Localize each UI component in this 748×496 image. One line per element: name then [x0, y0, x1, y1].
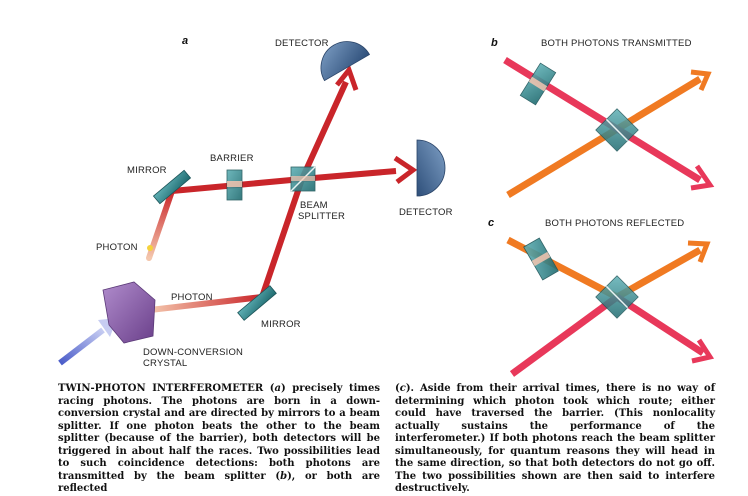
photon-dot: [147, 245, 153, 251]
label-photon-left: PHOTON: [96, 242, 138, 253]
pump-laser-arrow: [58, 318, 117, 366]
panel-a-letter: a: [182, 35, 188, 47]
arrowhead-right: [393, 155, 418, 184]
label-crystal-1: DOWN-CONVERSION: [143, 347, 243, 358]
panel-b-title: BOTH PHOTONS TRANSMITTED: [541, 38, 692, 49]
caption-left-post-a: ) precisely times racing photons. The ph…: [58, 383, 380, 482]
barrier: [226, 169, 243, 201]
caption-left: TWIN-PHOTON INTERFEROMETER (a) precisely…: [58, 383, 380, 496]
panel-c-beam-splitter: [595, 275, 639, 319]
label-detector-right: DETECTOR: [399, 207, 453, 218]
label-detector-top: DETECTOR: [275, 38, 329, 49]
panel-b-beam-splitter: [595, 108, 639, 152]
arrowhead-top: [335, 64, 359, 91]
beam-splitter: [290, 166, 316, 192]
label-barrier: BARRIER: [210, 153, 254, 164]
label-photon-bottom: PHOTON: [171, 292, 213, 303]
panel-b-barrier: [519, 62, 557, 106]
beam-paths: [146, 80, 397, 313]
caption-left-b: b: [280, 470, 288, 482]
caption-right-post-c: ). Aside from their arrival times, there…: [395, 383, 715, 494]
panel-c-title: BOTH PHOTONS REFLECTED: [545, 218, 684, 229]
panel-c-letter: c: [488, 217, 494, 229]
down-conversion-crystal: [102, 281, 156, 344]
caption-left-pre-a: TWIN-PHOTON INTERFEROMETER (: [58, 383, 275, 394]
label-beam-splitter-2: SPLITTER: [298, 211, 345, 222]
panel-b-letter: b: [491, 37, 498, 49]
mirror-bottom: [237, 285, 277, 321]
caption-right-c: c: [399, 383, 406, 394]
caption-left-a: a: [274, 383, 281, 394]
caption-right: (c). Aside from their arrival times, the…: [395, 383, 715, 496]
caption-right-pre-c: (: [395, 383, 400, 394]
detector-top-icon: [320, 41, 371, 82]
detector-right-icon: [416, 139, 446, 197]
label-mirror-bottom: MIRROR: [261, 319, 301, 330]
interferometer-figure: a DETECTOR: [58, 35, 715, 377]
label-beam-splitter-1: BEAM: [300, 200, 328, 211]
label-mirror-top: MIRROR: [127, 165, 167, 176]
mirror-top: [152, 169, 192, 205]
panel-c-barrier: [523, 237, 559, 281]
label-crystal-2: CRYSTAL: [143, 358, 187, 369]
